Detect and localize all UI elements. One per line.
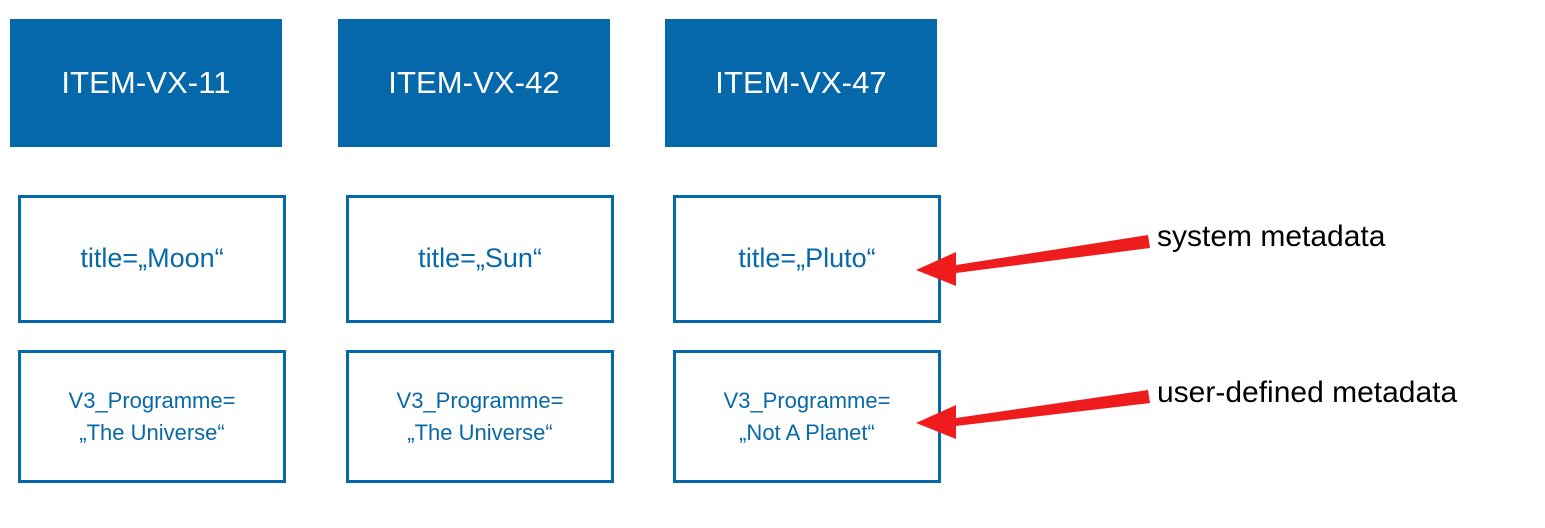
item-header-label-3: ITEM-VX-47 xyxy=(715,64,887,100)
user-metadata-card-3[interactable]: V3_Programme= „Not A Planet“ xyxy=(673,350,941,483)
user-metadata-text-2: V3_Programme= „The Universe“ xyxy=(396,387,564,445)
system-metadata-text-1: title=„Moon“ xyxy=(80,243,224,274)
user-defined-metadata-arrow-icon xyxy=(916,390,1150,439)
system-metadata-card-1[interactable]: title=„Moon“ xyxy=(18,195,286,323)
user-defined-metadata-annotation-label: user-defined metadata xyxy=(1157,376,1458,409)
system-metadata-arrow-icon xyxy=(916,235,1150,286)
system-metadata-annotation-label: system metadata xyxy=(1157,220,1386,253)
system-metadata-card-2[interactable]: title=„Sun“ xyxy=(346,195,614,323)
user-metadata-card-1[interactable]: V3_Programme= „The Universe“ xyxy=(18,350,286,483)
item-column-1: ITEM-VX-11 title=„Moon“ V3_Programme= „T… xyxy=(10,0,286,528)
user-metadata-text-3: V3_Programme= „Not A Planet“ xyxy=(723,387,891,445)
item-column-3: ITEM-VX-47 title=„Pluto“ V3_Programme= „… xyxy=(665,0,941,528)
item-header-card-1[interactable]: ITEM-VX-11 xyxy=(10,19,282,147)
system-metadata-text-3: title=„Pluto“ xyxy=(738,243,876,274)
item-column-2: ITEM-VX-42 title=„Sun“ V3_Programme= „Th… xyxy=(338,0,614,528)
item-header-card-3[interactable]: ITEM-VX-47 xyxy=(665,19,937,147)
system-metadata-card-3[interactable]: title=„Pluto“ xyxy=(673,195,941,323)
item-header-label-1: ITEM-VX-11 xyxy=(61,64,231,100)
system-metadata-text-2: title=„Sun“ xyxy=(418,243,542,274)
user-metadata-card-2[interactable]: V3_Programme= „The Universe“ xyxy=(346,350,614,483)
user-metadata-text-1: V3_Programme= „The Universe“ xyxy=(68,387,236,445)
item-header-card-2[interactable]: ITEM-VX-42 xyxy=(338,19,610,147)
item-header-label-2: ITEM-VX-42 xyxy=(388,64,560,100)
